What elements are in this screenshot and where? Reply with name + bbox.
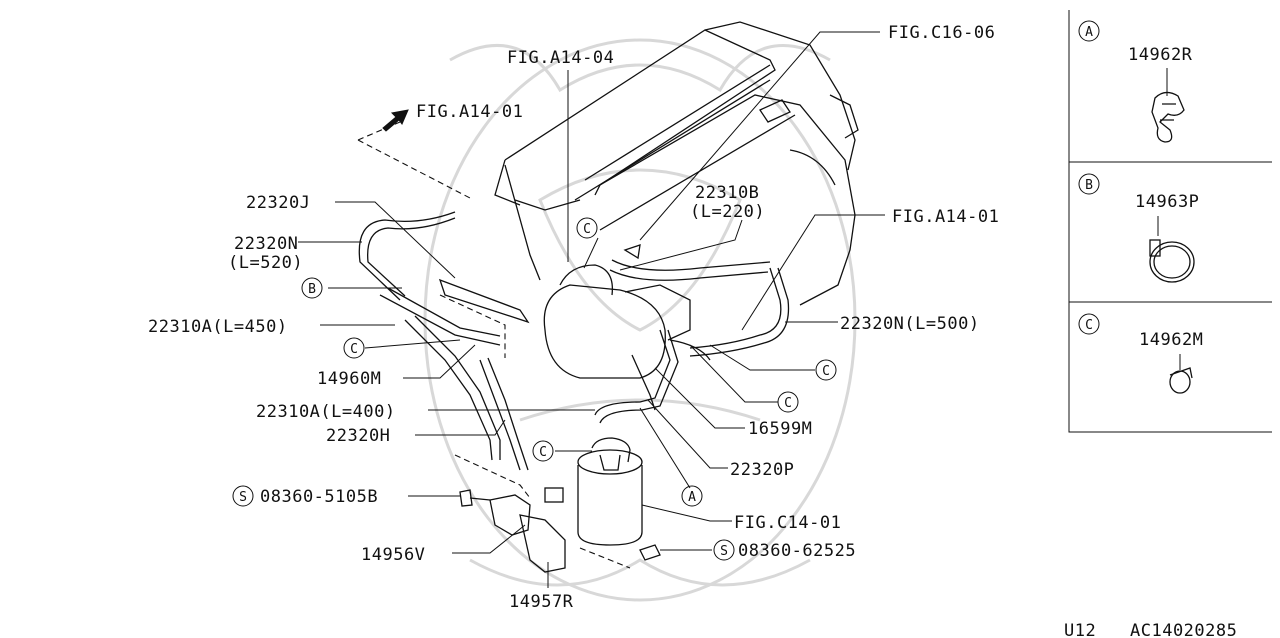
- leader-lines: [298, 31, 885, 588]
- svg-text:S: S: [239, 490, 247, 505]
- reference-dashes: [357, 121, 631, 569]
- label-22320n-l520-length: (L=520): [228, 253, 303, 273]
- label-08360-62525: 08360-62525: [738, 541, 856, 561]
- marker-s-1: S: [232, 485, 254, 507]
- label-22310b: 22310B: [695, 183, 759, 203]
- svg-text:S: S: [720, 544, 728, 559]
- watermark-emblem: [423, 38, 857, 602]
- label-22320p: 22320P: [730, 460, 794, 480]
- marker-c-5: C: [532, 440, 554, 462]
- label-22310a-l400: 22310A(L=400): [256, 402, 396, 422]
- circle-markers: C B C C C C A S S: [232, 217, 837, 561]
- label-22320h: 22320H: [326, 426, 390, 446]
- hoses: [358, 211, 790, 471]
- clip-legend-panel: A 14962R B 14963P C 14962M: [1068, 10, 1272, 433]
- fig-a14-01-arrow: [382, 109, 409, 132]
- clamp-14963p-icon: [1149, 239, 1195, 283]
- labels: FIG.A14-04 FIG.C16-06 FIG.A14-01 FIG.A14…: [148, 23, 999, 612]
- label-08360-5105b: 08360-5105B: [260, 487, 378, 507]
- svg-text:B: B: [1085, 178, 1093, 193]
- label-22310a-l450: 22310A(L=450): [148, 317, 288, 337]
- label-14960m: 14960M: [317, 369, 381, 389]
- legend-entry-b: B 14963P: [1078, 173, 1199, 283]
- label-fig-c16-06: FIG.C16-06: [888, 23, 995, 43]
- svg-text:C: C: [784, 396, 792, 411]
- marker-s-2: S: [713, 539, 735, 561]
- svg-text:A: A: [1085, 25, 1093, 40]
- svg-text:C: C: [350, 342, 358, 357]
- marker-c-1: C: [576, 217, 598, 239]
- legend-part-c: 14962M: [1139, 330, 1203, 350]
- label-14957r: 14957R: [509, 592, 574, 612]
- model-code: U12: [1064, 621, 1096, 638]
- marker-c-4: C: [777, 391, 799, 413]
- legend-part-a: 14962R: [1128, 45, 1193, 65]
- label-fig-a14-04: FIG.A14-04: [507, 48, 614, 68]
- label-22320j: 22320J: [246, 193, 310, 213]
- purge-solenoid: [459, 487, 661, 573]
- svg-text:B: B: [308, 282, 316, 297]
- svg-text:C: C: [822, 364, 830, 379]
- svg-text:C: C: [583, 222, 591, 237]
- label-fig-a14-01-right: FIG.A14-01: [892, 207, 999, 227]
- clip-14962r-icon: [1151, 91, 1185, 143]
- svg-text:C: C: [1085, 318, 1093, 333]
- label-22320n-l520: 22320N: [234, 234, 298, 254]
- label-22310b-length: (L=220): [690, 202, 765, 222]
- label-fig-a14-01-top: FIG.A14-01: [416, 102, 523, 122]
- marker-b-1: B: [301, 277, 323, 299]
- label-22320n-l500: 22320N(L=500): [840, 314, 980, 334]
- svg-text:A: A: [688, 490, 696, 505]
- engine-block: [494, 21, 859, 306]
- svg-text:C: C: [539, 445, 547, 460]
- label-14956v: 14956V: [361, 545, 425, 565]
- clip-14962m-icon: [1169, 367, 1193, 394]
- charcoal-canister: [577, 437, 643, 546]
- marker-a-1: A: [681, 485, 703, 507]
- legend-entry-a: A 14962R: [1078, 20, 1193, 143]
- marker-c-3: C: [815, 359, 837, 381]
- label-fig-c14-01: FIG.C14-01: [734, 513, 841, 533]
- diagram-code: AC14020285: [1130, 621, 1237, 638]
- legend-entry-c: C 14962M: [1078, 313, 1203, 394]
- intake-assembly: [438, 244, 771, 379]
- marker-c-2: C: [343, 337, 365, 359]
- label-16599m: 16599M: [748, 419, 812, 439]
- legend-part-b: 14963P: [1135, 192, 1199, 212]
- footer: U12 AC14020285: [1064, 621, 1237, 638]
